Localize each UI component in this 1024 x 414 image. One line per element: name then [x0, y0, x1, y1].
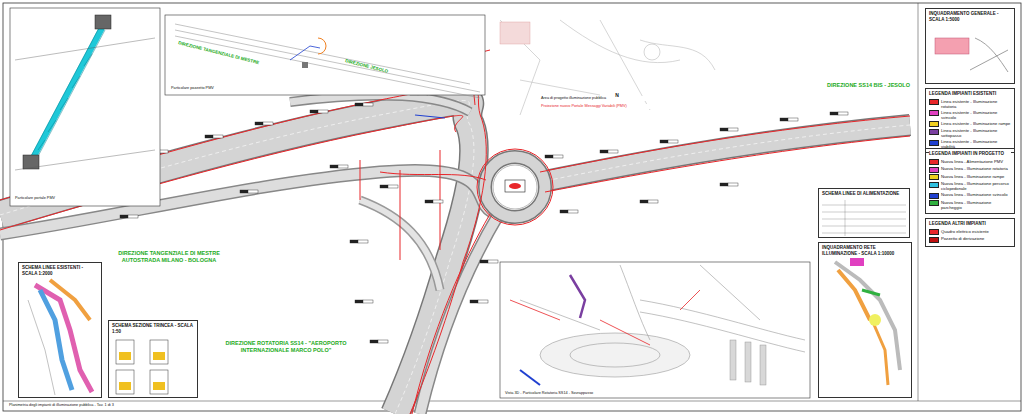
legend-row: Linea esistente - Illuminazione svincolo — [929, 110, 1011, 120]
legend-swatch — [929, 99, 939, 105]
legend-text: Nuova linea - Illuminazione rampe — [941, 174, 1004, 179]
map-label: Particolare portale PMV — [14, 196, 96, 201]
map-label: Area di progetto illuminazione pubblica — [540, 96, 652, 101]
panel-heading: INQUADRAMENTO RETE ILLUMINAZIONE - SCALA… — [822, 245, 908, 256]
legend-panel: INQUADRAMENTO GENERALE - SCALA 1:5000 — [925, 8, 1015, 84]
legend-text: Quadro elettrico esistente — [941, 229, 989, 234]
panel-heading: SCHEMA LINEE DI ALIMENTAZIONE — [822, 191, 906, 197]
legend-row: Nuova linea - Illuminazione parcheggio — [929, 200, 1011, 210]
legend-text: Nuova linea - Illuminazione parcheggio — [941, 200, 1011, 210]
panel-heading: SCHEMA SEZIONE TRINCEA - SCALA 1:50 — [112, 323, 194, 334]
legend-swatch — [929, 229, 939, 235]
legend-text: Linea esistente - Illuminazione sottopas… — [941, 128, 1011, 138]
map-label: Particolare pozzetto PMV — [170, 86, 262, 91]
legend-row: Nuova linea - Illuminazione svincolo — [929, 192, 1011, 199]
legend-row: Pozzetto di derivazione — [929, 236, 1011, 243]
legend-swatch — [929, 237, 939, 243]
legend-swatch — [929, 200, 939, 206]
legend-panel: LEGENDA ALTRI IMPIANTI Quadro elettrico e… — [925, 218, 1015, 247]
map-label: N — [612, 92, 622, 98]
legend-text: Linea esistente - Illuminazione rotatori… — [941, 99, 1011, 109]
legend-panel: LEGENDA IMPIANTI IN PROGETTO Nuova linea … — [925, 148, 1015, 214]
legend-panel: SCHEMA LINEE ESISTENTI - SCALA 1:2000 — [18, 262, 102, 398]
panel-heading: INQUADRAMENTO GENERALE - SCALA 1:5000 — [929, 11, 1011, 22]
legend-swatch — [929, 140, 939, 146]
legend-swatch — [929, 121, 939, 127]
legend-panel: SCHEMA LINEE DI ALIMENTAZIONE — [818, 188, 910, 238]
legend-swatch — [929, 182, 939, 188]
legend-swatch — [929, 167, 939, 173]
map-label: DIREZIONE ROTATORIA SS14 - "AEROPORTO IN… — [215, 340, 357, 353]
legend-panel: LEGENDA IMPIANTI ESISTENTI Linea esistent… — [925, 88, 1015, 153]
legend-text: Linea esistente - Illuminazione rampe — [941, 121, 1010, 126]
map-label: DIREZIONE TANGENZIALE DI MESTRE AUTOSTRA… — [108, 250, 230, 263]
map-label: Proiezione nuovo Portale Messaggi Variab… — [540, 104, 692, 109]
legend-text: Linea esistente - Illuminazione svincolo — [941, 110, 1011, 120]
legend-swatch — [929, 174, 939, 180]
legend-swatch — [929, 129, 939, 135]
legend-panel: INQUADRAMENTO RETE ILLUMINAZIONE - SCALA… — [818, 242, 912, 398]
legend-row: Nuova linea - Illuminazione percorso cic… — [929, 181, 1011, 191]
map-label: Planimetria degli impianti di illuminazi… — [8, 403, 230, 408]
legend-text: Nuova linea - Illuminazione rotatoria — [941, 166, 1008, 171]
map-label: DIREZIONE SS14 BIS - JESOLO — [820, 82, 917, 89]
legend-text: Nuova linea - Illuminazione svincolo — [941, 192, 1008, 197]
legend-text: Nuova linea - Illuminazione percorso cic… — [941, 181, 1011, 191]
legend-row: Linea esistente - Illuminazione rotatori… — [929, 99, 1011, 109]
legend-row: Linea esistente - Illuminazione sottopas… — [929, 128, 1011, 138]
legend-text: Nuova linea - Alimentazione PMV — [941, 159, 1003, 164]
legend-text: Pozzetto di derivazione — [941, 236, 984, 241]
panel-heading: LEGENDA ALTRI IMPIANTI — [929, 221, 1011, 227]
legend-row: Nuova linea - Alimentazione PMV — [929, 159, 1011, 166]
legend-swatch — [929, 110, 939, 116]
legend-row: Quadro elettrico esistente — [929, 229, 1011, 236]
panel-heading: LEGENDA IMPIANTI IN PROGETTO — [929, 151, 1011, 157]
legend-panel: SCHEMA SEZIONE TRINCEA - SCALA 1:50 — [108, 320, 198, 398]
panel-heading: LEGENDA IMPIANTI ESISTENTI — [929, 91, 1011, 97]
map-label: Vista 3D - Particolare Rotatoria SS14 - … — [504, 391, 656, 396]
legend-row: Nuova linea - Illuminazione rampe — [929, 174, 1011, 181]
legend-swatch — [929, 159, 939, 165]
legend-row: Nuova linea - Illuminazione rotatoria — [929, 166, 1011, 173]
legend-swatch — [929, 193, 939, 199]
panel-heading: SCHEMA LINEE ESISTENTI - SCALA 1:2000 — [22, 265, 98, 276]
legend-row: Linea esistente - Illuminazione rampe — [929, 121, 1011, 128]
